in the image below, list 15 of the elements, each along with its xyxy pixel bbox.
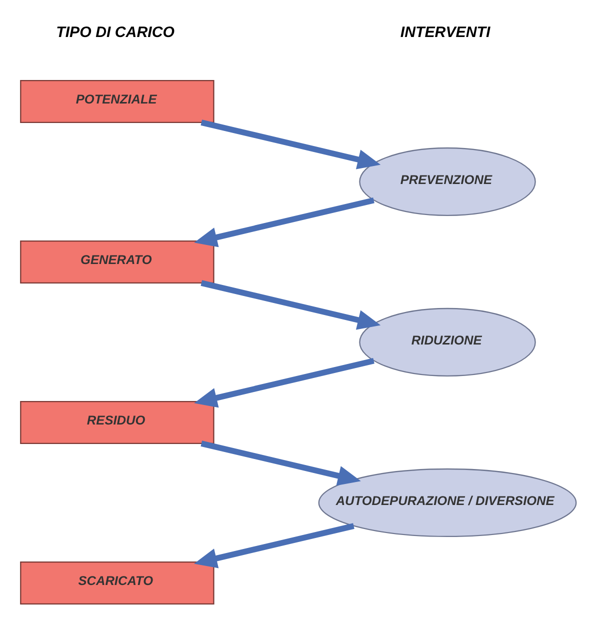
arrow: [200, 440, 360, 486]
node-box: RESIDUO: [20, 400, 214, 444]
node-ellipse: PREVENZIONE: [358, 147, 536, 216]
node-box: GENERATO: [20, 240, 214, 284]
node-ellipse: RIDUZIONE: [358, 308, 536, 377]
node-box: POTENZIALE: [20, 80, 214, 123]
label: TIPO DI CARICO: [56, 24, 174, 41]
node-ellipse: AUTODEPURAZIONE / DIVERSIONE: [318, 468, 576, 538]
node-box: SCARICATO: [20, 561, 214, 604]
arrow: [200, 280, 380, 330]
arrow: [194, 358, 374, 408]
arrow: [193, 523, 354, 568]
arrow: [200, 120, 380, 170]
label: INTERVENTI: [400, 24, 490, 41]
arrow: [194, 197, 374, 248]
